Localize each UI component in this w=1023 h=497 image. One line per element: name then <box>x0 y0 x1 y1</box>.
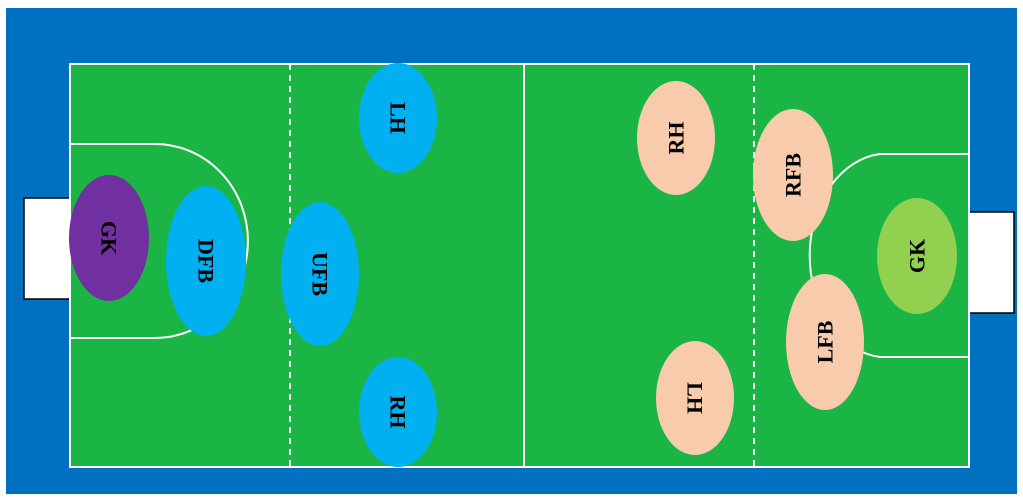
right-goal <box>968 211 1015 314</box>
player-right-lh-label: LH <box>683 382 708 414</box>
player-left-gk-marker <box>69 175 149 301</box>
player-right-gk-marker <box>877 198 957 314</box>
player-right-lh: LH <box>656 341 734 455</box>
player-left-gk-label: GK <box>97 221 122 255</box>
player-right-lfb-label: LFB <box>813 320 838 363</box>
player-left-ufb-label: UFB <box>308 252 333 296</box>
player-right-lfb: LFB <box>786 274 864 410</box>
player-left-ufb-marker <box>281 202 359 346</box>
player-left-lh-label: LH <box>386 102 411 134</box>
player-left-rh: RH <box>359 357 437 467</box>
player-left-rh-marker <box>359 357 437 467</box>
player-right-lh-marker <box>656 341 734 455</box>
player-left-rh-label: RH <box>386 396 411 429</box>
field-lines <box>69 63 970 468</box>
player-left-lh-marker <box>359 63 437 173</box>
player-right-rfb: RFB <box>753 109 833 241</box>
player-right-rh-label: RH <box>664 122 689 155</box>
boundary-line <box>69 63 970 468</box>
player-right-rfb-label: RFB <box>781 153 806 197</box>
player-right-rh: RH <box>637 81 715 195</box>
player-left-lh: LH <box>359 63 437 173</box>
player-right-rh-marker <box>637 81 715 195</box>
player-right-gk-label: GK <box>905 239 930 273</box>
player-left-dfb-marker <box>166 186 246 336</box>
left-goal <box>23 197 71 300</box>
player-right-rfb-marker <box>753 109 833 241</box>
player-left-dfb-label: DFB <box>194 239 219 283</box>
player-left-gk: GK <box>69 175 149 301</box>
player-right-gk: GK <box>877 198 957 314</box>
player-right-lfb-marker <box>786 274 864 410</box>
player-left-dfb: DFB <box>166 186 246 336</box>
player-left-ufb: UFB <box>281 202 359 346</box>
